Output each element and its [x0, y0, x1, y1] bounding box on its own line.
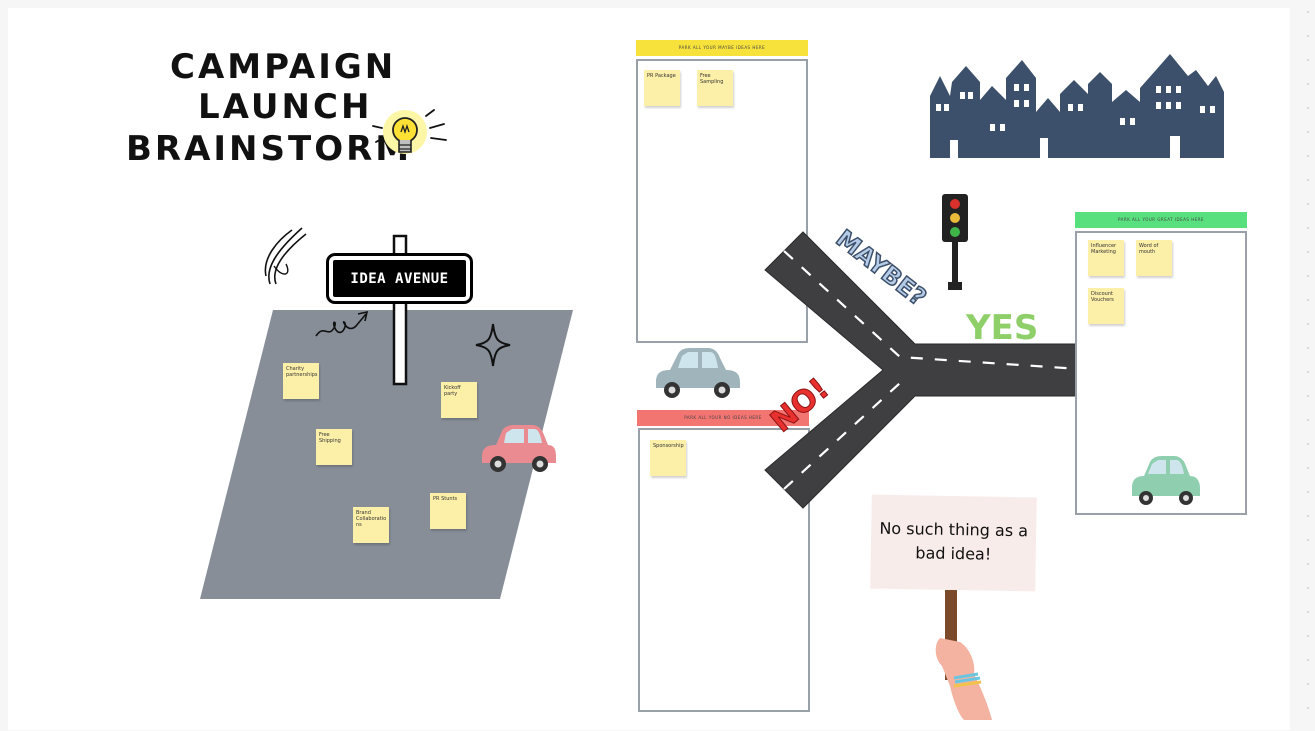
squiggle-arrow-doodle [315, 310, 369, 337]
maybe-frame-header: PARK ALL YOUR MAYBE IDEAS HERE [636, 40, 808, 56]
maybe-ideas-frame[interactable] [636, 59, 808, 343]
sticky-note[interactable]: PR Package [644, 70, 680, 106]
forked-road [764, 231, 1096, 509]
no-frame-header: PARK ALL YOUR NO IDEAS HERE [637, 410, 809, 426]
green-car-icon[interactable] [1130, 452, 1202, 510]
sparkle-doodle [475, 323, 511, 367]
scribble-doodle [264, 227, 307, 285]
protest-sign-line-1: No such thing as a [879, 518, 1029, 541]
sticky-note[interactable]: Discount Vouchers [1088, 288, 1124, 324]
yes-frame-header: PARK ALL YOUR GREAT IDEAS HERE [1075, 212, 1247, 228]
sticky-note[interactable]: Kickoff party [441, 382, 477, 418]
sticky-note[interactable]: Influencer Marketing [1088, 240, 1124, 276]
board-title-line-1: CAMPAIGN [170, 47, 397, 87]
hand-holding-sign-icon [935, 590, 992, 720]
board-title-line-2: LAUNCH [198, 87, 373, 127]
sticky-note[interactable]: Sponsorship [650, 440, 686, 476]
sticky-note[interactable]: Word of mouth [1136, 240, 1172, 276]
traffic-light-icon [942, 194, 968, 290]
yes-road-label: YES [966, 308, 1039, 348]
sticky-note[interactable]: Charity partnerships [283, 363, 319, 399]
sticky-note[interactable]: Free Shipping [316, 429, 352, 465]
light-bulb-icon [372, 109, 447, 154]
sticky-note[interactable]: Free Sampling [697, 70, 733, 106]
board-title-line-3: BRAINSTORM [126, 129, 413, 169]
pink-car-icon[interactable] [478, 421, 558, 477]
sticky-note[interactable]: Brand Collaboratio ns [353, 507, 389, 543]
sign-post [392, 234, 408, 386]
protest-sign-line-2: bad idea! [915, 543, 992, 564]
sticky-note[interactable]: PR Stunts [430, 493, 466, 529]
city-skyline-icon [930, 54, 1224, 158]
blue-car-icon[interactable] [652, 344, 742, 402]
idea-avenue-sign[interactable]: IDEA AVENUE [326, 253, 473, 304]
protest-sign-card[interactable]: No such thing as a bad idea! [870, 494, 1037, 592]
